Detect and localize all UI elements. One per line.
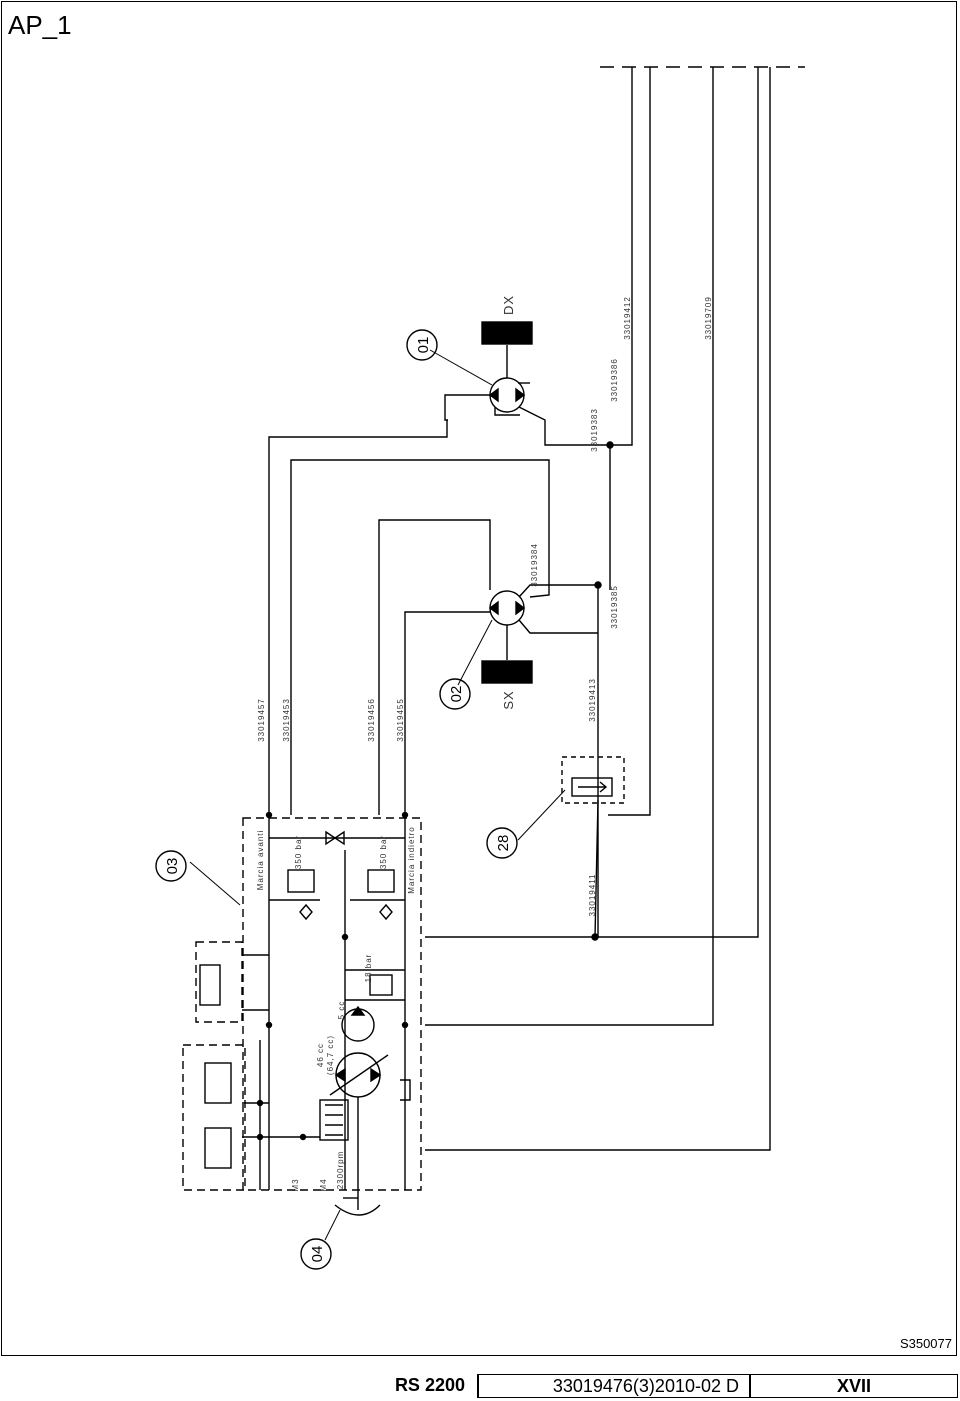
valve-label-reverse: Marcia indietro — [407, 826, 416, 893]
hose-code: 33019413 — [588, 678, 597, 722]
hose-code: 33019385 — [610, 585, 619, 629]
charge-pump — [341, 1005, 375, 1042]
title-block-document: 33019476(3)2010-02 D — [478, 1374, 750, 1398]
hose-code: 33019384 — [530, 543, 539, 587]
hose-code: 33019383 — [590, 408, 599, 452]
callout-01-label: 01 — [415, 337, 432, 354]
hose-code: 33019453 — [282, 698, 291, 742]
callout-28-circle — [486, 827, 518, 859]
drawing-title: AP_1 — [8, 10, 72, 40]
callout-28-label: 28 — [495, 835, 512, 852]
title-block-revision: XVII — [750, 1374, 958, 1398]
callout-01-circle — [406, 329, 438, 361]
callout-leaders — [189, 349, 566, 1241]
callout-03-label: 03 — [164, 858, 181, 875]
loop-lines — [268, 420, 599, 938]
drawing-frame — [1, 1, 957, 1356]
callout-03-circle — [155, 850, 187, 882]
side-label-sx: SX — [501, 690, 516, 709]
crossover-valve — [269, 830, 405, 846]
hose-code: 33019456 — [367, 698, 376, 742]
trunk-lines — [425, 67, 771, 1151]
charge-relief-label: 18 bar — [364, 954, 373, 983]
valve-label-forward: Marcia avanti — [256, 830, 265, 891]
charge-relief — [345, 969, 405, 1001]
port-m3: M3 — [291, 1178, 300, 1191]
junction-dots — [256, 441, 614, 1141]
pump-displacement-alt: (64,7 cc) — [326, 1035, 335, 1075]
hose-code: 33019457 — [257, 698, 266, 742]
hose-code: 33019412 — [623, 296, 632, 340]
relief-valves — [269, 850, 405, 1190]
charge-pump-label: 5 cc — [337, 1001, 346, 1020]
side-label-dx: DX — [501, 295, 516, 315]
motor-01 — [444, 321, 610, 446]
hose-code: 33019386 — [610, 358, 619, 402]
valve-28 — [561, 756, 625, 804]
control-block-outline — [182, 817, 422, 1191]
hydraulic-diagram: 01 02 03 04 28 DX SX 33019412 33019709 3… — [155, 66, 805, 1270]
relief-label-2: 350 bar — [379, 835, 388, 869]
servo-control — [303, 1099, 349, 1141]
hose-code: 33019411 — [588, 874, 597, 917]
hose-code: 33019709 — [704, 296, 713, 340]
relief-label-1: 350 bar — [294, 835, 303, 869]
port-m4: M4 — [319, 1178, 328, 1191]
motor-02 — [481, 584, 598, 684]
callout-02-label: 02 — [448, 686, 465, 703]
sheet-code: S350077 — [899, 1336, 952, 1351]
callout-02-circle — [439, 678, 471, 710]
hose-code: 33019455 — [396, 698, 405, 742]
callout-04-circle — [300, 1238, 332, 1270]
title-block-model: RS 2200 — [0, 1374, 478, 1398]
pump-displacement: 46 cc — [316, 1043, 325, 1067]
engine-speed: 2300rpm — [336, 1151, 345, 1190]
left-valves — [199, 815, 406, 1190]
callout-04-label: 04 — [309, 1246, 326, 1263]
engine-04 — [334, 1190, 381, 1216]
